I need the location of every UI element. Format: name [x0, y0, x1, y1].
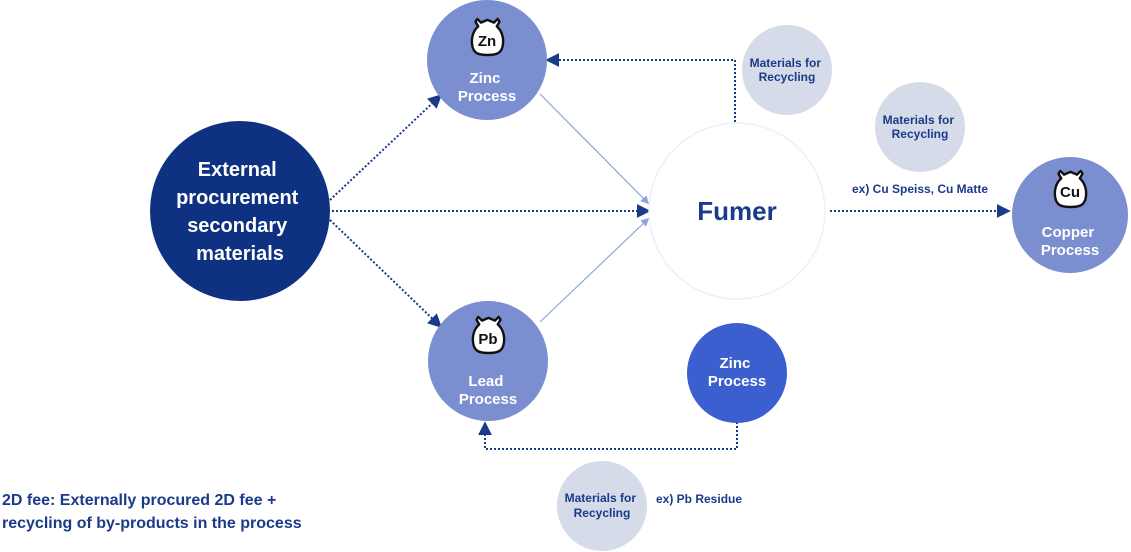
recycling-right-line-1: Materials for	[883, 113, 955, 127]
zinc-secondary-line-2: Process	[708, 373, 766, 390]
recycling-bottom-line-2: Recycling	[574, 506, 631, 520]
svg-text:Lead Process: Lead Process	[459, 373, 517, 408]
zinc-process-node-secondary: Zinc Process	[687, 323, 787, 423]
svg-text:Materials for Recycling: Materials for Recycling	[883, 113, 958, 141]
recycling-materials-bottom: Materials for Recycling	[557, 461, 647, 551]
copper-badge: Cu	[1060, 184, 1080, 201]
arrow-external-to-lead	[329, 219, 443, 328]
zinc-line-2: Process	[458, 88, 516, 105]
zinc-process-node: Zn Zinc Process	[427, 0, 547, 120]
lead-badge: Pb	[478, 331, 497, 348]
recycling-top-line-2: Recycling	[759, 70, 816, 84]
recycling-bottom-line-1: Materials for	[565, 491, 637, 505]
copper-process-node: Cu Copper Process	[1012, 157, 1128, 273]
arrow-fumer-to-zinc-recycling	[545, 53, 736, 122]
arrow-external-to-zinc	[329, 94, 443, 201]
recycling-materials-top: Materials for Recycling	[742, 25, 832, 115]
arrow-zinc-to-lead-recycling	[478, 421, 738, 450]
svg-text:Zinc Process: Zinc Process	[708, 355, 766, 390]
lead-process-node: Pb Lead Process	[428, 301, 548, 421]
copper-line-2: Process	[1041, 242, 1099, 259]
arrow-lead-to-fumer	[539, 217, 650, 323]
pb-residue-label: ex) Pb Residue	[656, 492, 742, 506]
fumer-label: Fumer	[697, 196, 776, 226]
zinc-secondary-line-1: Zinc	[719, 355, 750, 372]
svg-text:Copper Process: Copper Process	[1041, 224, 1099, 259]
recycling-right-line-2: Recycling	[892, 127, 949, 141]
recycling-top-line-1: Materials for	[750, 56, 822, 70]
cu-products-label: ex) Cu Speiss, Cu Matte	[852, 182, 988, 196]
lead-line-2: Process	[459, 391, 517, 408]
lead-line-1: Lead	[468, 373, 503, 390]
zinc-line-1: Zinc	[469, 70, 500, 87]
external-line-3: secondary	[187, 215, 288, 237]
external-procurement-node: External procurement secondary materials	[150, 121, 330, 301]
external-line-2: procurement	[176, 187, 299, 209]
external-line-1: External	[198, 159, 277, 181]
fee-footnote: 2D fee: Externally procured 2D fee + rec…	[2, 489, 362, 535]
fumer-node: Fumer	[648, 122, 826, 300]
svg-text:Materials for Recycling: Materials for Recycling	[750, 56, 825, 84]
connectors	[329, 53, 1011, 450]
arrow-zinc-to-fumer	[539, 93, 650, 205]
footnote-line-2: recycling of by-products in the process	[2, 515, 302, 532]
recycling-materials-right: Materials for Recycling	[875, 82, 965, 172]
copper-line-1: Copper	[1042, 224, 1095, 241]
zinc-badge: Zn	[478, 33, 496, 50]
svg-text:Materials for Recycling: Materials for Recycling	[565, 491, 640, 520]
svg-text:Zinc Process: Zinc Process	[458, 70, 516, 105]
external-line-4: materials	[196, 243, 284, 265]
footnote-line-1: 2D fee: Externally procured 2D fee +	[2, 492, 277, 509]
svg-text:External procurement: External procurement secondary materials	[176, 159, 304, 265]
